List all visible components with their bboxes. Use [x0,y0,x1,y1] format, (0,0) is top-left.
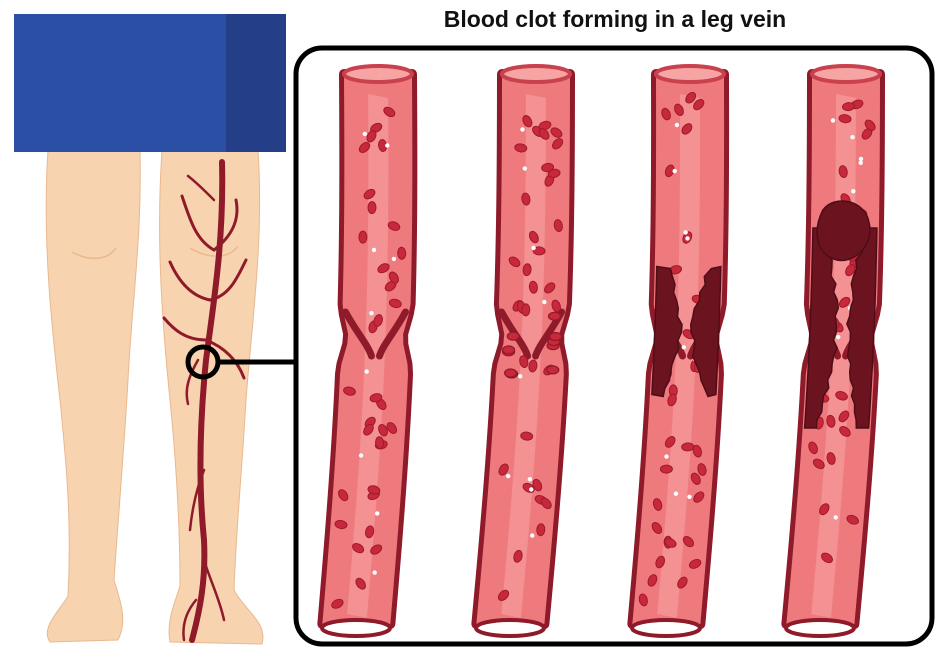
white-blood-cell [392,257,396,261]
red-blood-cell [681,443,693,452]
vein-bottom-opening [322,620,390,636]
vein-top-opening [344,66,412,82]
white-blood-cell [685,236,689,240]
white-blood-cell [675,123,679,127]
vein-top-opening [656,66,724,82]
white-blood-cell [375,511,379,515]
white-blood-cell [363,132,367,136]
white-blood-cell [836,335,840,339]
white-blood-cell [385,143,389,147]
white-blood-cell [682,345,686,349]
white-blood-cell [372,248,376,252]
white-blood-cell [523,166,527,170]
white-blood-cell [531,246,535,250]
legs-illustration [14,14,298,644]
right-leg [160,150,263,644]
white-blood-cell [506,474,510,478]
clot-cell-cluster [550,333,562,341]
white-blood-cell [528,477,532,481]
clot-cell-cluster [505,369,517,377]
white-blood-cell [530,533,534,537]
vein-top-opening [812,66,880,82]
white-blood-cell [687,495,691,499]
white-blood-cell [359,453,363,457]
red-blood-cell [660,465,672,473]
white-blood-cell [365,369,369,373]
vein-bottom-opening [632,620,700,636]
clot-cell-cluster [503,346,515,354]
white-blood-cell [834,515,838,519]
white-blood-cell [859,161,863,165]
white-blood-cell [520,127,524,131]
white-blood-cell [831,118,835,122]
white-blood-cell [542,300,546,304]
white-blood-cell [518,374,522,378]
white-blood-cell [529,487,533,491]
white-blood-cell [674,492,678,496]
red-blood-cell [522,304,530,316]
clot-cell-cluster [507,332,519,340]
white-blood-cell [664,454,668,458]
vein-bottom-opening [786,620,854,636]
white-blood-cell [859,157,863,161]
white-blood-cell [850,135,854,139]
red-blood-cell [397,247,406,259]
white-blood-cell [369,311,373,315]
red-blood-cell [359,231,367,243]
clot-cell-cluster [547,366,559,374]
vein-bottom-opening [476,620,544,636]
left-leg [46,150,140,642]
clot-cell-cluster [549,312,561,320]
skirt-shade [226,14,286,152]
vein-top-opening [502,66,570,82]
white-blood-cell [683,230,687,234]
red-blood-cell [368,202,376,214]
detached-clot [817,201,870,261]
white-blood-cell [851,189,855,193]
white-blood-cell [673,169,677,173]
white-blood-cell [373,570,377,574]
